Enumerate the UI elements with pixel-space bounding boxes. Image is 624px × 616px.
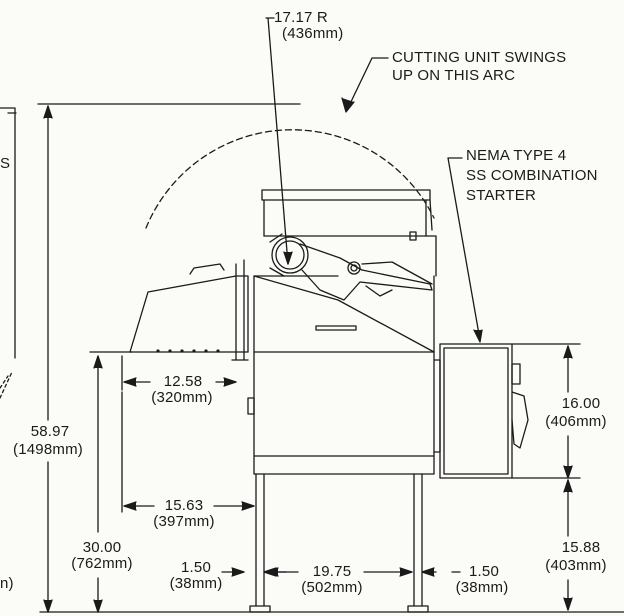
arc-note-arrow (341, 97, 355, 113)
radius-leader (265, 17, 289, 265)
dim-1-50-right-line (421, 567, 461, 577)
radius-mm-label: (436mm) (282, 25, 344, 42)
dim-1-50-right-mm-label: (38mm) (455, 579, 509, 596)
starter-note-line-2: SS COMBINATION (466, 167, 598, 184)
dim-19-75-line (265, 567, 413, 577)
starter-note-line-3: STARTER (466, 187, 537, 204)
radius-arrow (283, 251, 293, 265)
dim-12-58-line (121, 355, 237, 391)
starter-leader (447, 157, 481, 341)
dim-19-75-mm-label: (502mm) (301, 579, 363, 596)
dim-12-58-mm-label: (320mm) (151, 389, 213, 406)
left-edge-fragment: S (0, 155, 11, 172)
left-bottom-fragment: n) (0, 575, 14, 592)
cutting-unit-housing (261, 189, 437, 277)
radius-label: 17.17 R (274, 9, 328, 26)
dim-15-88-label: 15.88 (561, 539, 601, 556)
arc-note-line-1: CUTTING UNIT SWINGS (392, 49, 567, 66)
dim-1-50-left-label: 1.50 (181, 559, 211, 576)
hopper (129, 259, 249, 361)
dim-right-lines (511, 343, 581, 611)
machine-body (247, 275, 441, 475)
dim-1-50-right-label: 1.50 (469, 563, 499, 580)
starter-box (439, 343, 529, 479)
dim-58-97-label: 58.97 (30, 423, 70, 440)
dim-16-00-mm-label: (406mm) (545, 413, 607, 430)
starter-arrow (473, 329, 483, 343)
dim-58-97-mm-label: (1498mm) (13, 441, 83, 458)
dim-15-88-mm-label: (403mm) (545, 557, 607, 574)
left-partial-view (0, 107, 17, 399)
dim-15-63-mm-label: (397mm) (153, 513, 215, 530)
dim-58-97-line (37, 103, 301, 613)
arc-note-line-2: UP ON THIS ARC (392, 67, 516, 84)
arc-note-leader (347, 57, 389, 109)
dim-15-63-label: 15.63 (164, 497, 204, 514)
dim-12-58-label: 12.58 (163, 373, 203, 390)
dim-30-00-line (89, 351, 133, 613)
dim-1-50-left-mm-label: (38mm) (169, 575, 223, 592)
legs (249, 473, 429, 613)
swing-arm (269, 233, 433, 301)
dim-30-00-label: 30.00 (82, 539, 122, 556)
dim-30-00-mm-label: (762mm) (71, 555, 133, 572)
dim-16-00-label: 16.00 (561, 395, 601, 412)
swing-arc (145, 129, 435, 229)
dim-15-63-line (121, 391, 255, 513)
dim-19-75-label: 19.75 (312, 563, 352, 580)
starter-note-line-1: NEMA TYPE 4 (466, 147, 567, 164)
